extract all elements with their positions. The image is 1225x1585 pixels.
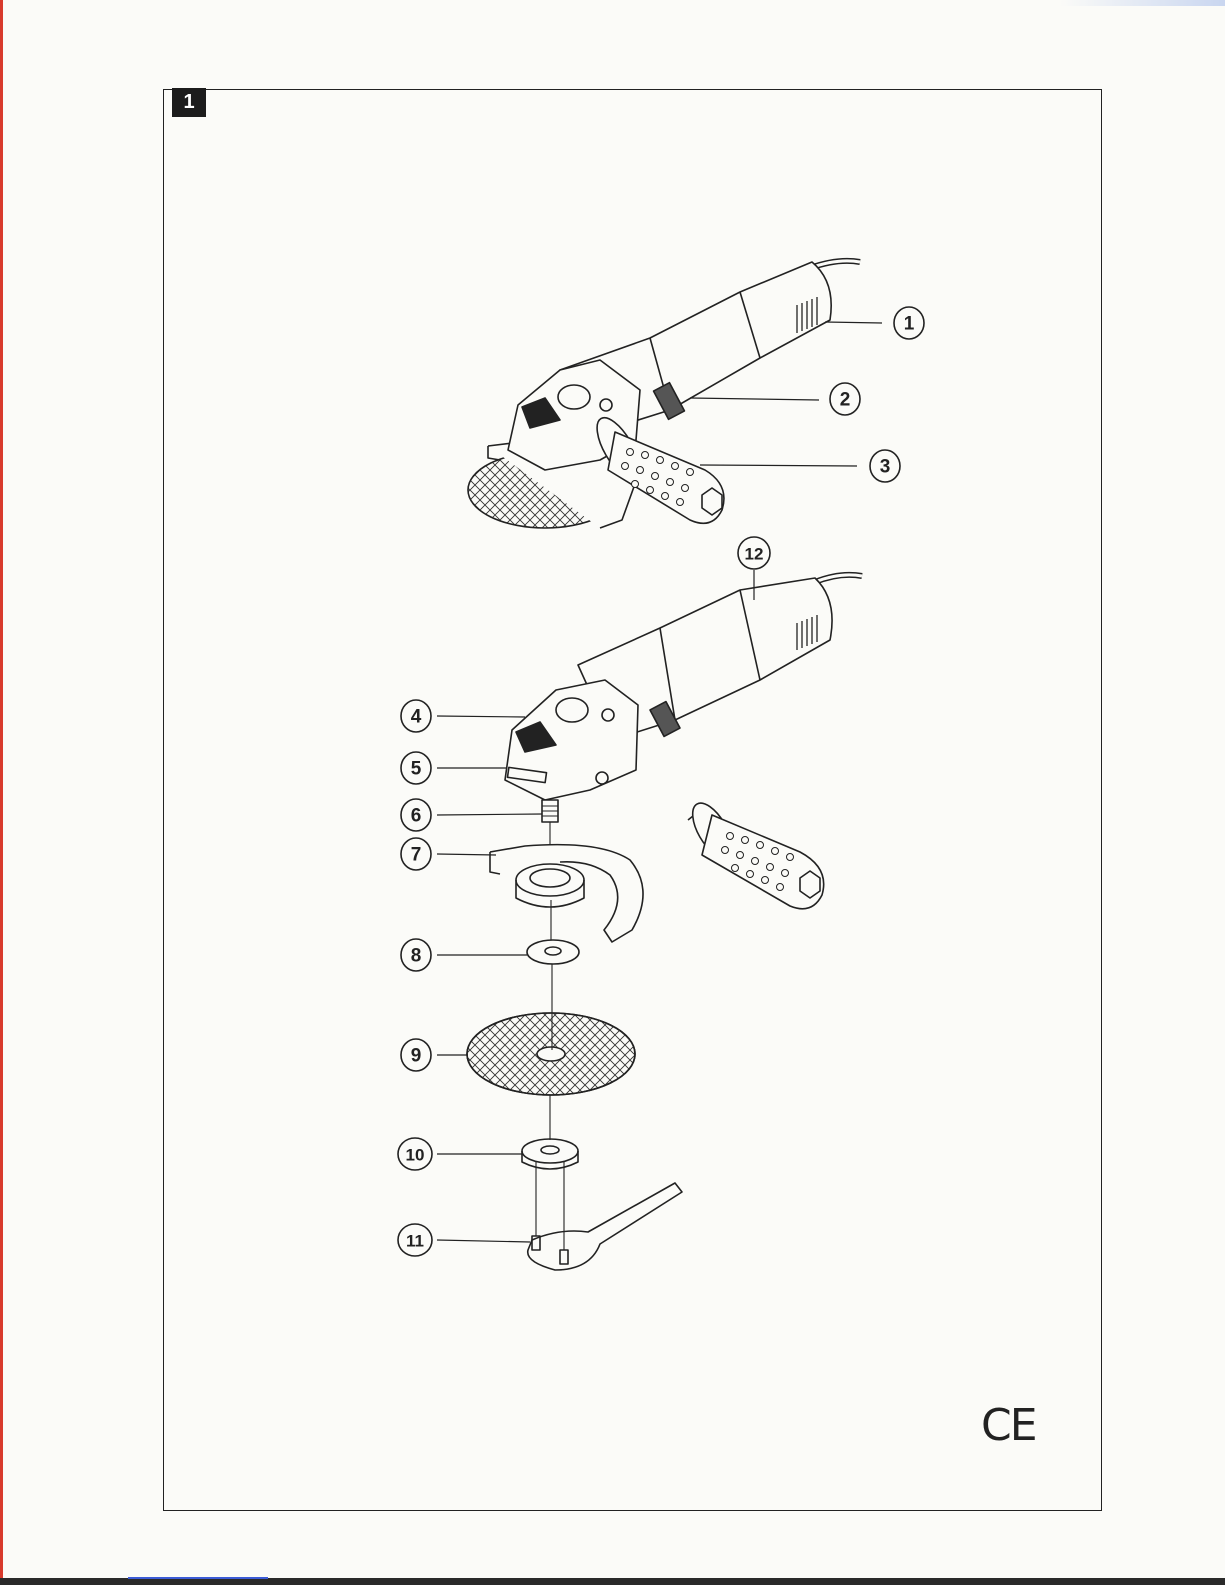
leader-7: [437, 854, 496, 855]
grinding-disc: [467, 1013, 635, 1095]
leader-3: [700, 465, 857, 466]
callout-label-8: 8: [411, 946, 422, 967]
protective-guard: [490, 845, 643, 942]
leader-1: [825, 322, 882, 323]
leader-4: [437, 716, 525, 717]
inner-flange: [527, 940, 579, 964]
callout-label-4: 4: [411, 707, 422, 728]
callout-label-7: 7: [411, 845, 422, 866]
leader-6: [437, 814, 542, 815]
callout-label-12: 12: [745, 545, 764, 564]
callout-label-3: 3: [880, 457, 891, 478]
ce-mark: CE: [981, 1400, 1036, 1451]
outer-flange-nut: [522, 1139, 578, 1169]
callout-label-6: 6: [411, 806, 422, 827]
callout-label-1: 1: [904, 314, 915, 335]
assembled-grinder: [468, 261, 860, 528]
exploded-grinder: [467, 575, 862, 1270]
auxiliary-handle-loose: [685, 797, 824, 909]
leader-2: [690, 398, 819, 400]
pin-wrench: [528, 1183, 682, 1270]
callout-label-9: 9: [411, 1046, 422, 1067]
leader-11: [437, 1240, 530, 1242]
callout-label-11: 11: [406, 1232, 424, 1251]
callout-label-10: 10: [406, 1146, 425, 1165]
callout-label-5: 5: [411, 759, 422, 780]
callout-label-2: 2: [840, 390, 851, 411]
